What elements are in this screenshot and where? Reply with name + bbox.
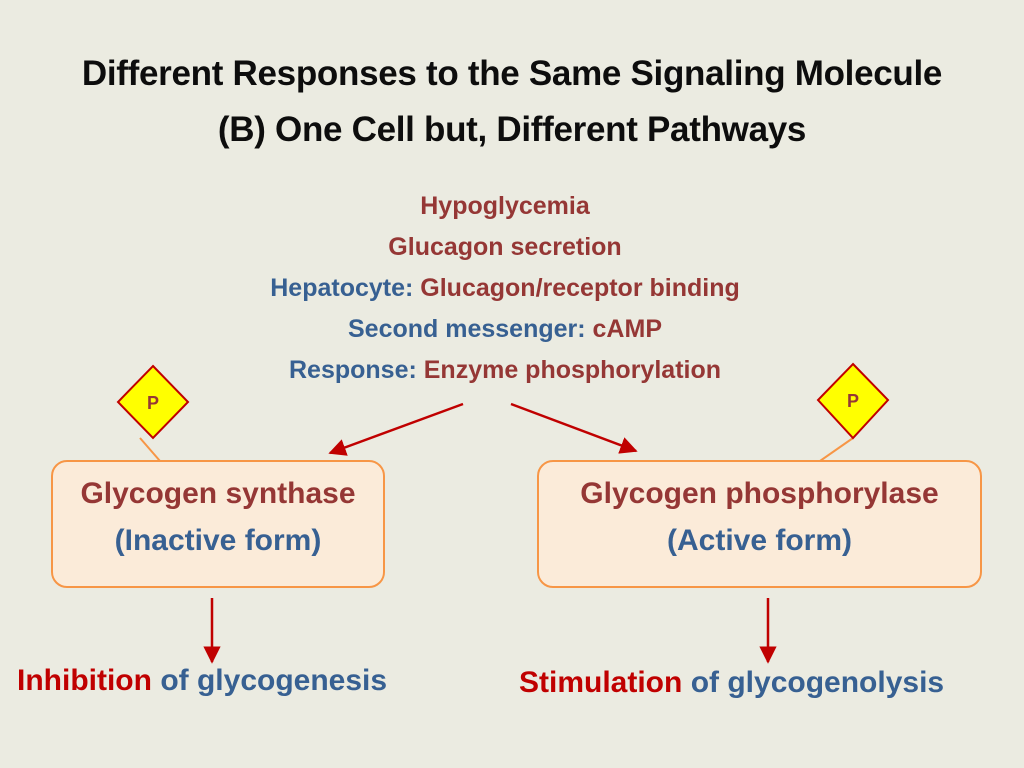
- right-phosphate-label: P: [847, 391, 859, 411]
- response-value: Enzyme phosphorylation: [423, 356, 722, 384]
- right-enzyme-name: Glycogen phosphorylase: [580, 477, 939, 510]
- glycogen-phosphorylase-box: Glycogen phosphorylase (Active form): [537, 460, 982, 588]
- left-phosphate-label: P: [147, 393, 159, 413]
- left-enzyme-name: Glycogen synthase: [80, 477, 356, 510]
- left-callout-connector: [139, 437, 210, 462]
- right-phosphate-badge: P: [816, 362, 890, 440]
- cell-line: Hepatocyte: Glucagon/receptor binding: [200, 274, 810, 303]
- right-outcome-process: glycogenolysis: [727, 666, 945, 699]
- right-outcome-effect: Stimulation: [519, 666, 683, 699]
- messenger-line: Second messenger: cAMP: [200, 315, 810, 344]
- response-line: Response: Enzyme phosphorylation: [200, 356, 810, 385]
- title-line-2: (B) One Cell but, Different Pathways: [217, 110, 807, 149]
- arrow-to-phosphorylase: [510, 402, 638, 454]
- left-outcome: Inhibition of glycogenesis: [17, 664, 387, 698]
- cell-label: Hepatocyte:: [270, 274, 414, 302]
- messenger-value: cAMP: [592, 315, 662, 343]
- glycogen-synthase-box: Glycogen synthase (Inactive form): [51, 460, 385, 588]
- messenger-label: Second messenger:: [347, 315, 586, 343]
- right-outcome-of: of: [690, 666, 720, 699]
- left-outcome-process: glycogenesis: [196, 664, 388, 697]
- response-label: Response:: [288, 356, 417, 384]
- secretion-text: Glucagon secretion: [388, 233, 622, 261]
- title-line-1: Different Responses to the Same Signalin…: [81, 54, 943, 93]
- left-enzyme-state: (Inactive form): [114, 524, 322, 557]
- right-enzyme-state: (Active form): [666, 524, 853, 557]
- right-callout-connector: [790, 437, 854, 462]
- right-outcome: Stimulation of glycogenolysis: [519, 666, 944, 700]
- arrow-to-synthase: [328, 402, 464, 456]
- left-outcome-effect: Inhibition: [17, 664, 152, 697]
- left-phosphate-badge: P: [116, 364, 190, 440]
- cell-event: Glucagon/receptor binding: [420, 274, 740, 302]
- trigger-text: Hypoglycemia: [420, 192, 590, 220]
- left-outcome-of: of: [160, 664, 189, 697]
